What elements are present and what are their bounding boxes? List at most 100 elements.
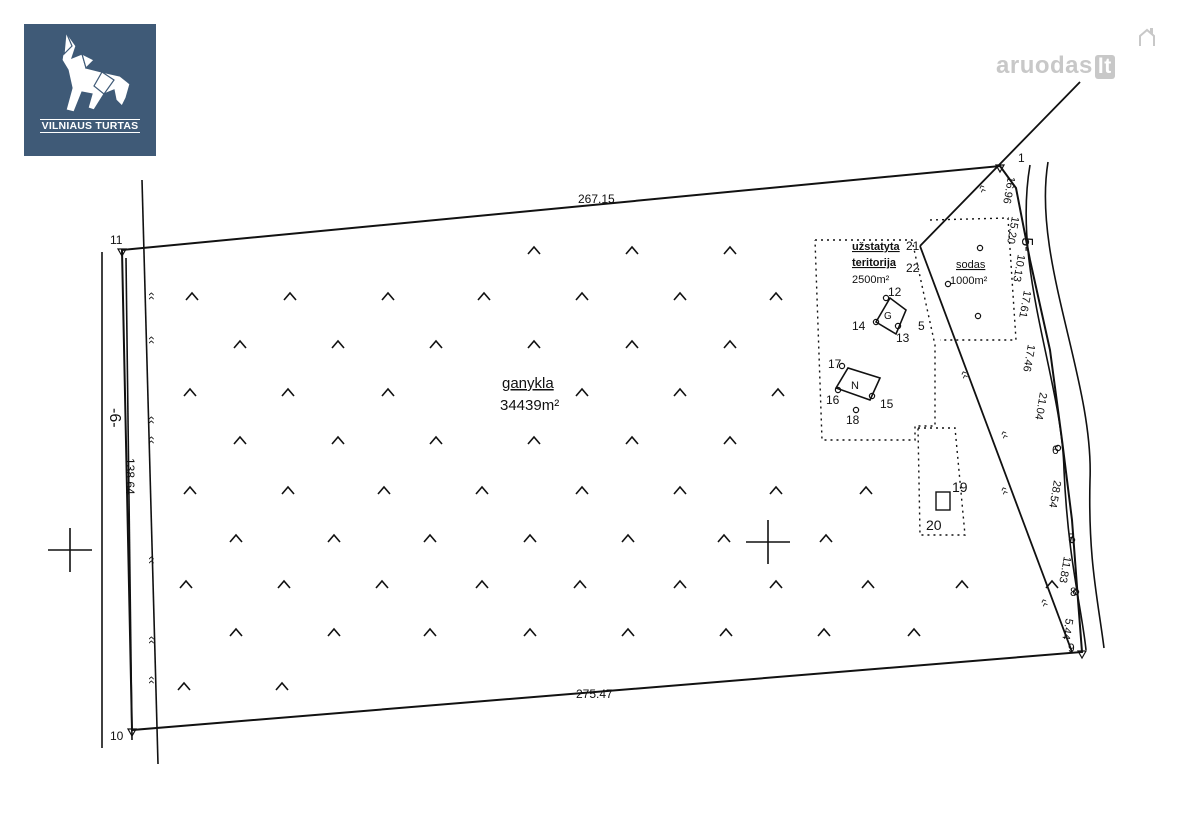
corner-marker — [126, 728, 138, 738]
pasture-symbol — [771, 387, 785, 397]
pasture-symbol — [719, 627, 733, 637]
logo-text: VILNIAUS TURTAS — [39, 119, 141, 133]
pasture-symbol — [179, 579, 193, 589]
point-1: 1 — [1018, 151, 1025, 165]
boundary-tick: ‹‹ — [145, 636, 159, 644]
point-marker — [838, 362, 846, 370]
barn-building — [874, 296, 907, 336]
top-side-length: 267.15 — [578, 192, 615, 206]
pasture-symbol — [723, 245, 737, 255]
pasture-symbol — [527, 435, 541, 445]
pasture-symbol — [1045, 579, 1059, 589]
pasture-symbol — [625, 435, 639, 445]
pasture-symbol — [573, 579, 587, 589]
point-11: 11 — [110, 233, 123, 247]
yard-area-name-line2: teritorija — [852, 257, 897, 269]
pasture-symbol — [281, 387, 295, 397]
pasture-symbol — [183, 485, 197, 495]
pasture-symbol — [769, 485, 783, 495]
point-marker — [868, 392, 876, 400]
point-label-5: 5 — [918, 319, 925, 333]
point-19: 19 — [952, 479, 968, 495]
pasture-symbol — [283, 291, 297, 301]
garden-zone-outline — [929, 217, 1017, 341]
point-17: 17 — [828, 357, 842, 371]
corner-marker — [1076, 650, 1088, 660]
point-marker — [974, 312, 982, 320]
barn-label: G — [884, 311, 892, 322]
wolf-icon — [61, 30, 131, 113]
pasture-symbol — [723, 339, 737, 349]
point-13: 13 — [896, 331, 910, 345]
pasture-symbol — [331, 339, 345, 349]
main-area-value: 34439m² — [500, 397, 559, 414]
boundary-tick: ‹‹ — [957, 368, 973, 380]
pasture-symbol — [769, 291, 783, 301]
boundary-ticks-left: ‹‹‹‹‹‹‹‹‹‹‹‹‹‹ — [145, 292, 159, 684]
point-20: 20 — [926, 517, 942, 533]
pasture-symbol — [423, 533, 437, 543]
point-marker — [882, 294, 890, 302]
pasture-symbol — [673, 579, 687, 589]
segment-length-7: 28.54 — [1046, 479, 1063, 508]
road-line-right-outer — [1044, 161, 1105, 649]
southern-zone-outline — [917, 427, 966, 536]
small-building — [935, 491, 951, 511]
corner-marker — [116, 248, 128, 258]
pasture-symbol — [277, 579, 291, 589]
pasture-symbol — [429, 435, 443, 445]
pasture-symbol — [673, 291, 687, 301]
point-15: 15 — [880, 397, 894, 411]
pasture-symbol — [907, 627, 921, 637]
pasture-symbol — [621, 533, 635, 543]
segment-length-2: 15.20 — [1004, 215, 1021, 244]
vilniaus-turtas-logo: VILNIAUS TURTAS — [24, 24, 156, 156]
segment-length-6: 21.04 — [1032, 391, 1049, 420]
pasture-symbol — [523, 627, 537, 637]
house-building — [834, 367, 882, 401]
boundary-tick: ‹‹ — [145, 556, 159, 564]
segment-length-5: 17.46 — [1020, 343, 1037, 372]
pasture-symbol — [769, 579, 783, 589]
crosshair-center — [746, 520, 790, 564]
point-10: 10 — [110, 729, 124, 743]
pasture-symbol — [381, 291, 395, 301]
bottom-side-length: 275.47 — [576, 687, 613, 701]
point-marker — [1072, 588, 1080, 596]
pasture-symbol — [275, 681, 289, 691]
pasture-symbol — [621, 627, 635, 637]
pasture-symbol — [429, 339, 443, 349]
house-chimney-icon — [1139, 28, 1155, 46]
road-line-left-inner — [141, 179, 159, 765]
pasture-symbol — [177, 681, 191, 691]
boundary-tick: ‹‹ — [997, 428, 1013, 440]
garden-area-value: 1000m² — [950, 275, 988, 287]
segment-length-1: 16.96 — [1000, 175, 1017, 204]
boundary-tick: ‹‹ — [975, 182, 991, 194]
point-6: 6 — [1052, 443, 1059, 457]
watermark-tld: lt — [1094, 55, 1115, 79]
pasture-symbol — [183, 387, 197, 397]
point-marker — [944, 280, 952, 288]
segment-length-3: 10.13 — [1010, 253, 1027, 282]
segment-length-9: 5.44 — [1059, 617, 1075, 640]
pasture-symbol — [475, 579, 489, 589]
segment-length-4: 17.61 — [1016, 289, 1033, 318]
point-marker — [1068, 536, 1076, 544]
point-marker — [872, 318, 880, 326]
access-line — [919, 81, 1081, 247]
point-markers — [116, 164, 1088, 738]
left-road-label: -6- — [106, 408, 123, 428]
point-marker — [976, 244, 984, 252]
point-marker — [834, 386, 842, 394]
boundary-tick: ‹‹ — [997, 484, 1013, 496]
point-9: 9 — [1068, 641, 1075, 655]
boundary-tick: ‹‹ — [145, 436, 159, 444]
pasture-symbol — [327, 533, 341, 543]
right-road-label: -5- — [1018, 232, 1035, 252]
yard-area-name-line1: užstatyta — [852, 241, 901, 253]
point-18: 18 — [846, 413, 860, 427]
pasture-symbol — [233, 435, 247, 445]
